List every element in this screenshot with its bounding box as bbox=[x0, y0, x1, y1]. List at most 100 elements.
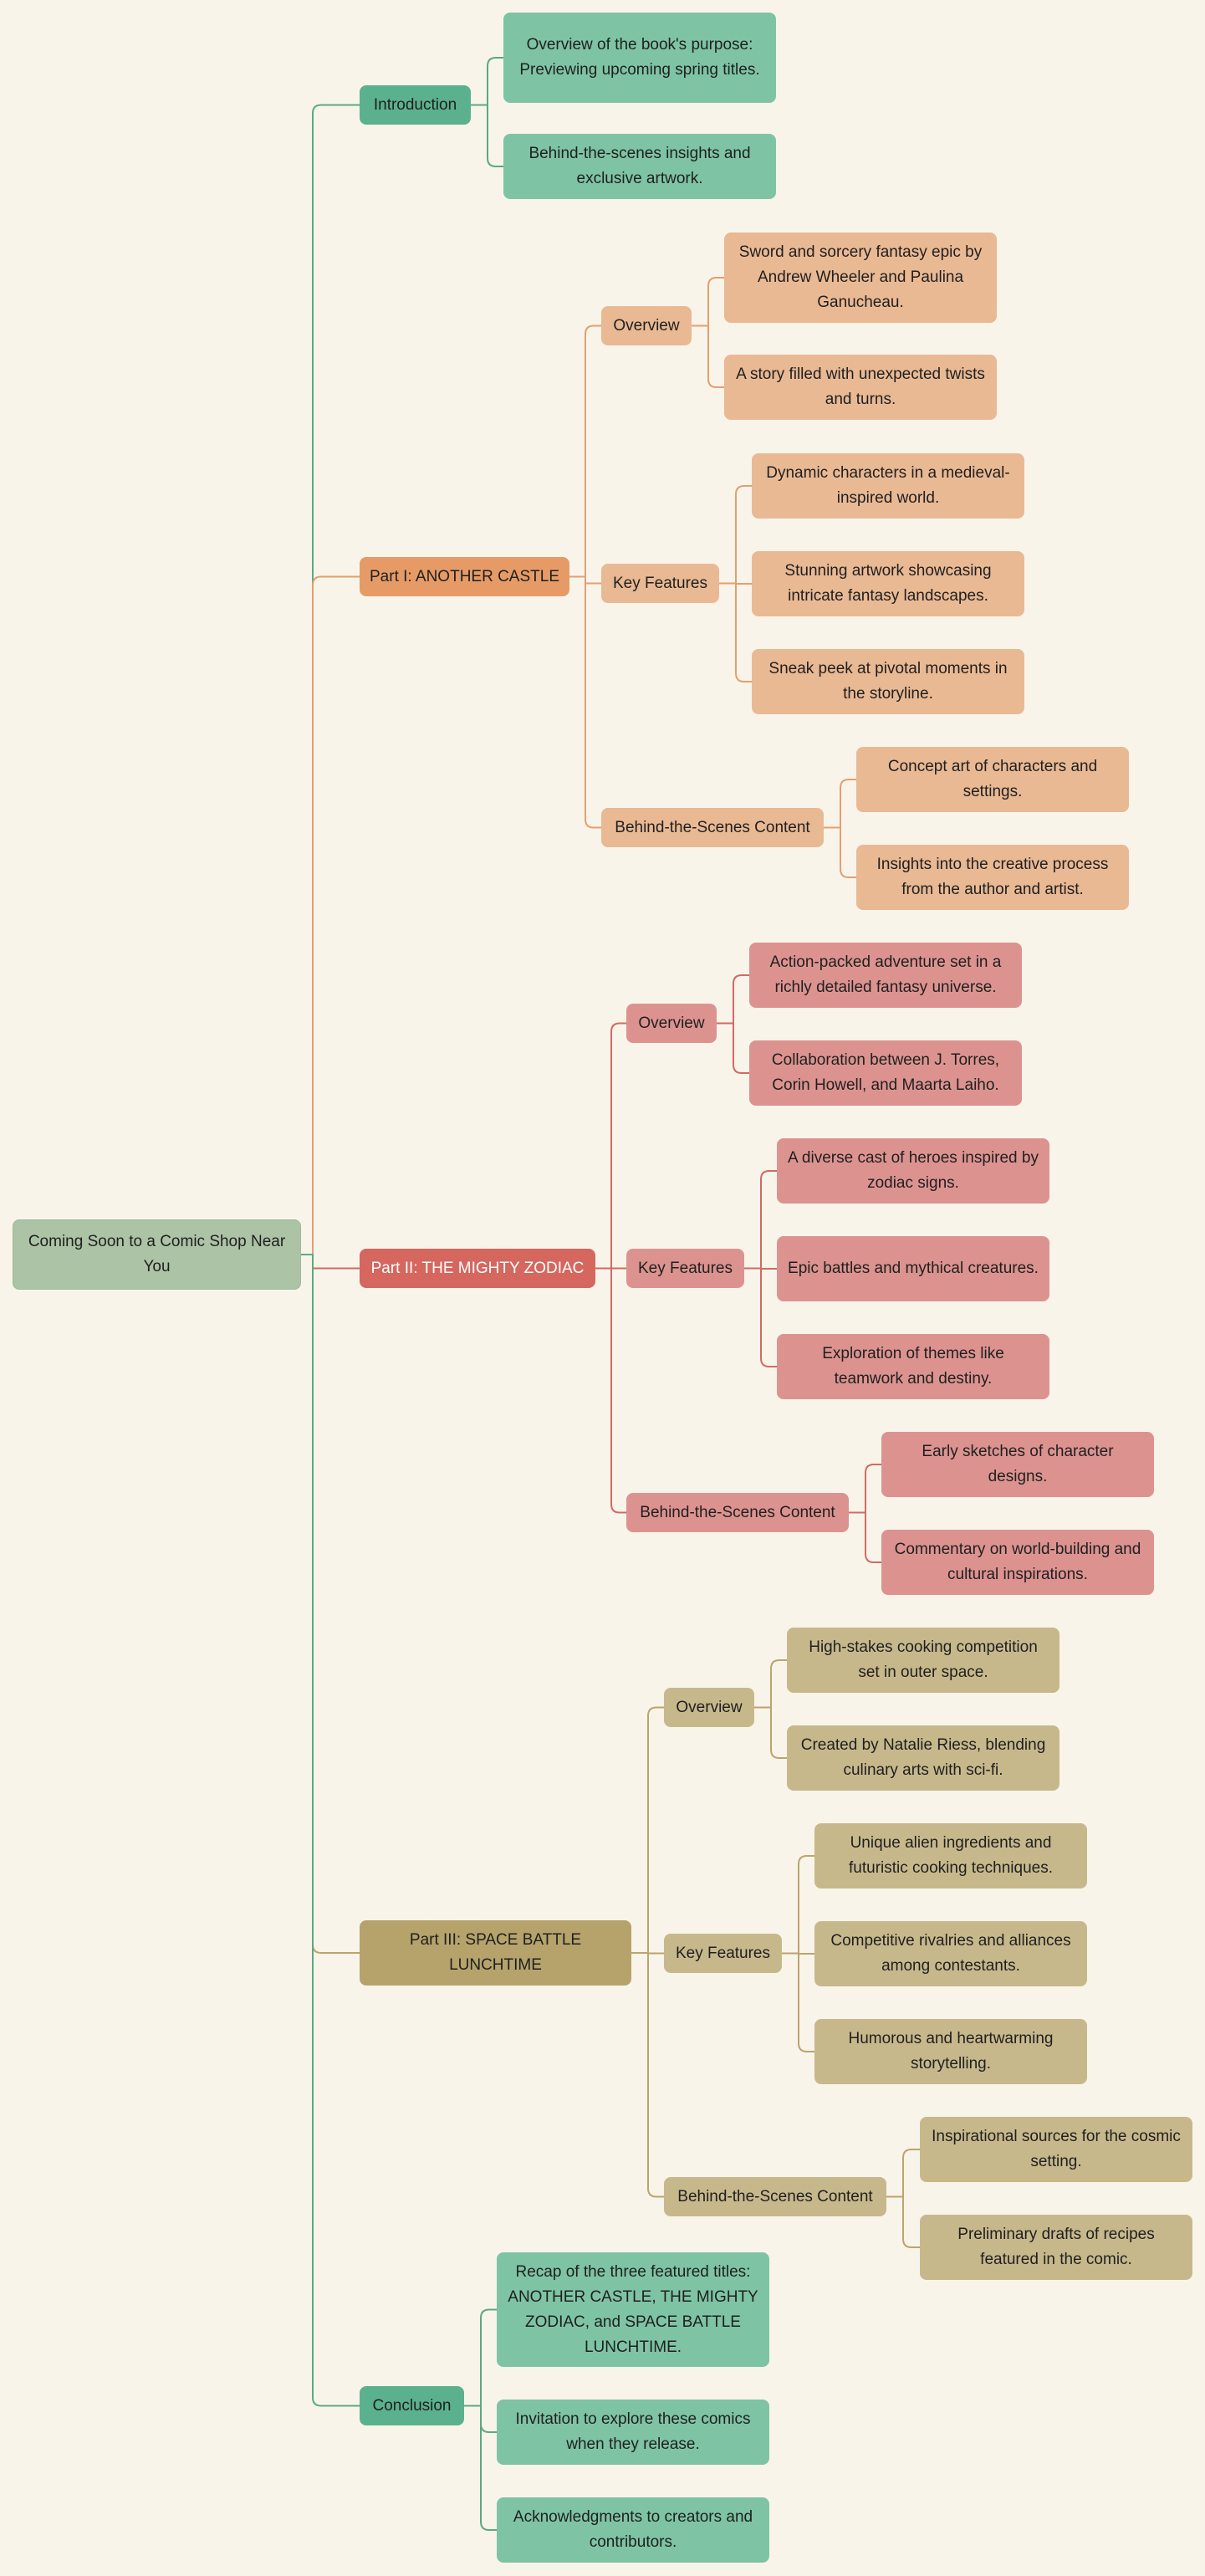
part1-leaf: Sword and sorcery fantasy epic by Andrew… bbox=[724, 233, 997, 323]
conclusion-leaf: Recap of the three featured titles: ANOT… bbox=[497, 2252, 769, 2367]
connector-path bbox=[692, 277, 724, 388]
root-connector bbox=[301, 1254, 360, 1954]
conclusion-leaf: Acknowledgments to creators and contribu… bbox=[497, 2497, 769, 2563]
intro-connectors bbox=[471, 57, 503, 167]
connector-path bbox=[744, 1170, 777, 1367]
part1-overview: Overview bbox=[601, 306, 692, 345]
part3-overview-connectors bbox=[754, 1659, 787, 1759]
part2-leaf: Early sketches of character designs. bbox=[881, 1432, 1154, 1497]
leaf-label: High-stakes cooking competition set in o… bbox=[809, 1638, 1038, 1681]
part3-leaf: Unique alien ingredients and futuristic … bbox=[814, 1823, 1087, 1889]
part1-leaf: Sneak peek at pivotal moments in the sto… bbox=[752, 649, 1024, 714]
leaf-label: Acknowledgments to creators and contribu… bbox=[513, 2508, 753, 2551]
leaf-label: Competitive rivalries and alliances amon… bbox=[830, 1932, 1071, 1975]
leaf-label: Overview of the book's purpose: Previewi… bbox=[519, 36, 760, 79]
branch-label: Part I: ANOTHER CASTLE bbox=[370, 567, 559, 585]
part2-key-features: Key Features bbox=[626, 1249, 744, 1288]
section-label: Overview bbox=[676, 1698, 743, 1716]
leaf-label: Sneak peek at pivotal moments in the sto… bbox=[768, 660, 1008, 703]
part3-bts-connectors bbox=[886, 2149, 920, 2248]
connector-path bbox=[717, 974, 749, 1074]
connector-path bbox=[824, 779, 856, 878]
leaf-label: Preliminary drafts of recipes featured i… bbox=[957, 2226, 1155, 2268]
part3-connectors bbox=[631, 1706, 664, 2198]
connector-path bbox=[754, 1659, 787, 1759]
section-label: Overview bbox=[638, 1014, 705, 1032]
leaf-label: Insights into the creative process from … bbox=[876, 856, 1109, 898]
part2-overview: Overview bbox=[626, 1004, 717, 1043]
part2-overview-connectors bbox=[717, 974, 749, 1074]
leaf-label: Early sketches of character designs. bbox=[922, 1443, 1114, 1485]
section-label: Overview bbox=[613, 316, 680, 335]
leaf-label: Inspirational sources for the cosmic set… bbox=[932, 2128, 1181, 2170]
connector-path bbox=[631, 1706, 664, 2198]
part1-leaf: Insights into the creative process from … bbox=[856, 845, 1129, 910]
leaf-label: Stunning artwork showcasing intricate fa… bbox=[784, 562, 992, 605]
branch-part-2: Part II: THE MIGHTY ZODIAC bbox=[360, 1249, 595, 1288]
part3-key-features: Key Features bbox=[664, 1934, 782, 1973]
conclusion-leaf: Invitation to explore these comics when … bbox=[497, 2400, 769, 2465]
part2-leaf: Commentary on world-building and cultura… bbox=[881, 1530, 1154, 1595]
root-connector bbox=[301, 1254, 360, 1270]
part2-features-connectors bbox=[744, 1170, 777, 1367]
part3-leaf: High-stakes cooking competition set in o… bbox=[787, 1628, 1059, 1693]
leaf-label: A story filled with unexpected twists an… bbox=[736, 365, 985, 408]
part1-leaf: Stunning artwork showcasing intricate fa… bbox=[752, 551, 1024, 616]
part2-leaf: Epic battles and mythical creatures. bbox=[777, 1236, 1049, 1301]
leaf-label: Unique alien ingredients and futuristic … bbox=[849, 1834, 1053, 1877]
part1-leaf: A story filled with unexpected twists an… bbox=[724, 355, 997, 420]
part2-leaf: Action-packed adventure set in a richly … bbox=[749, 943, 1022, 1008]
connector-path bbox=[464, 2308, 497, 2531]
part3-overview: Overview bbox=[664, 1688, 754, 1727]
connector-path bbox=[569, 325, 601, 829]
part1-behind-the-scenes: Behind-the-Scenes Content bbox=[601, 808, 824, 847]
conclusion-connectors bbox=[464, 2308, 497, 2531]
part2-leaf: A diverse cast of heroes inspired by zod… bbox=[777, 1138, 1049, 1204]
connector-path bbox=[719, 485, 752, 682]
part2-bts-connectors bbox=[849, 1464, 881, 1563]
intro-leaf: Behind-the-scenes insights and exclusive… bbox=[503, 134, 776, 199]
root-connector bbox=[301, 1254, 360, 2407]
leaf-label: Created by Natalie Riess, blending culin… bbox=[800, 1736, 1046, 1779]
connector-path bbox=[782, 1855, 814, 2052]
part1-connectors bbox=[569, 325, 601, 829]
leaf-label: Concept art of characters and settings. bbox=[887, 758, 1098, 800]
branch-label: Part II: THE MIGHTY ZODIAC bbox=[370, 1259, 585, 1277]
part1-bts-connectors bbox=[824, 779, 856, 878]
part3-leaf: Humorous and heartwarming storytelling. bbox=[814, 2019, 1087, 2084]
leaf-label: Humorous and heartwarming storytelling. bbox=[848, 2030, 1054, 2073]
branch-part-3: Part III: SPACE BATTLE LUNCHTIME bbox=[360, 1920, 631, 1986]
part3-behind-the-scenes: Behind-the-Scenes Content bbox=[664, 2177, 886, 2216]
root-label: Coming Soon to a Comic Shop Near You bbox=[28, 1233, 286, 1275]
leaf-label: Dynamic characters in a medieval-inspire… bbox=[766, 464, 1010, 507]
part2-behind-the-scenes: Behind-the-Scenes Content bbox=[626, 1493, 849, 1532]
part3-leaf: Created by Natalie Riess, blending culin… bbox=[787, 1725, 1059, 1791]
section-label: Key Features bbox=[638, 1259, 733, 1277]
part3-leaf: Competitive rivalries and alliances amon… bbox=[814, 1921, 1087, 1986]
part3-leaf: Preliminary drafts of recipes featured i… bbox=[920, 2215, 1192, 2280]
part2-leaf: Collaboration between J. Torres, Corin H… bbox=[749, 1040, 1022, 1106]
branch-label: Part III: SPACE BATTLE LUNCHTIME bbox=[409, 1931, 582, 1974]
leaf-label: Exploration of themes like teamwork and … bbox=[822, 1345, 1004, 1388]
part1-overview-connectors bbox=[692, 277, 724, 388]
part2-connectors bbox=[595, 1022, 626, 1514]
leaf-label: Action-packed adventure set in a richly … bbox=[769, 953, 1002, 996]
branch-label: Introduction bbox=[373, 95, 457, 114]
leaf-label: Collaboration between J. Torres, Corin H… bbox=[771, 1051, 1000, 1094]
part3-leaf: Inspirational sources for the cosmic set… bbox=[920, 2117, 1192, 2182]
leaf-label: Invitation to explore these comics when … bbox=[515, 2410, 751, 2453]
part2-leaf: Exploration of themes like teamwork and … bbox=[777, 1334, 1049, 1399]
section-label: Behind-the-Scenes Content bbox=[640, 1503, 835, 1521]
root-connector bbox=[301, 104, 360, 1255]
connector-path bbox=[886, 2149, 920, 2248]
leaf-label: Commentary on world-building and cultura… bbox=[894, 1541, 1141, 1583]
part1-key-features: Key Features bbox=[601, 564, 719, 603]
intro-leaf: Overview of the book's purpose: Previewi… bbox=[503, 13, 776, 103]
section-label: Key Features bbox=[676, 1944, 770, 1962]
connector-path bbox=[471, 57, 503, 167]
branch-introduction: Introduction bbox=[360, 85, 471, 125]
leaf-label: Epic battles and mythical creatures. bbox=[788, 1260, 1039, 1277]
part1-leaf: Concept art of characters and settings. bbox=[856, 747, 1129, 812]
